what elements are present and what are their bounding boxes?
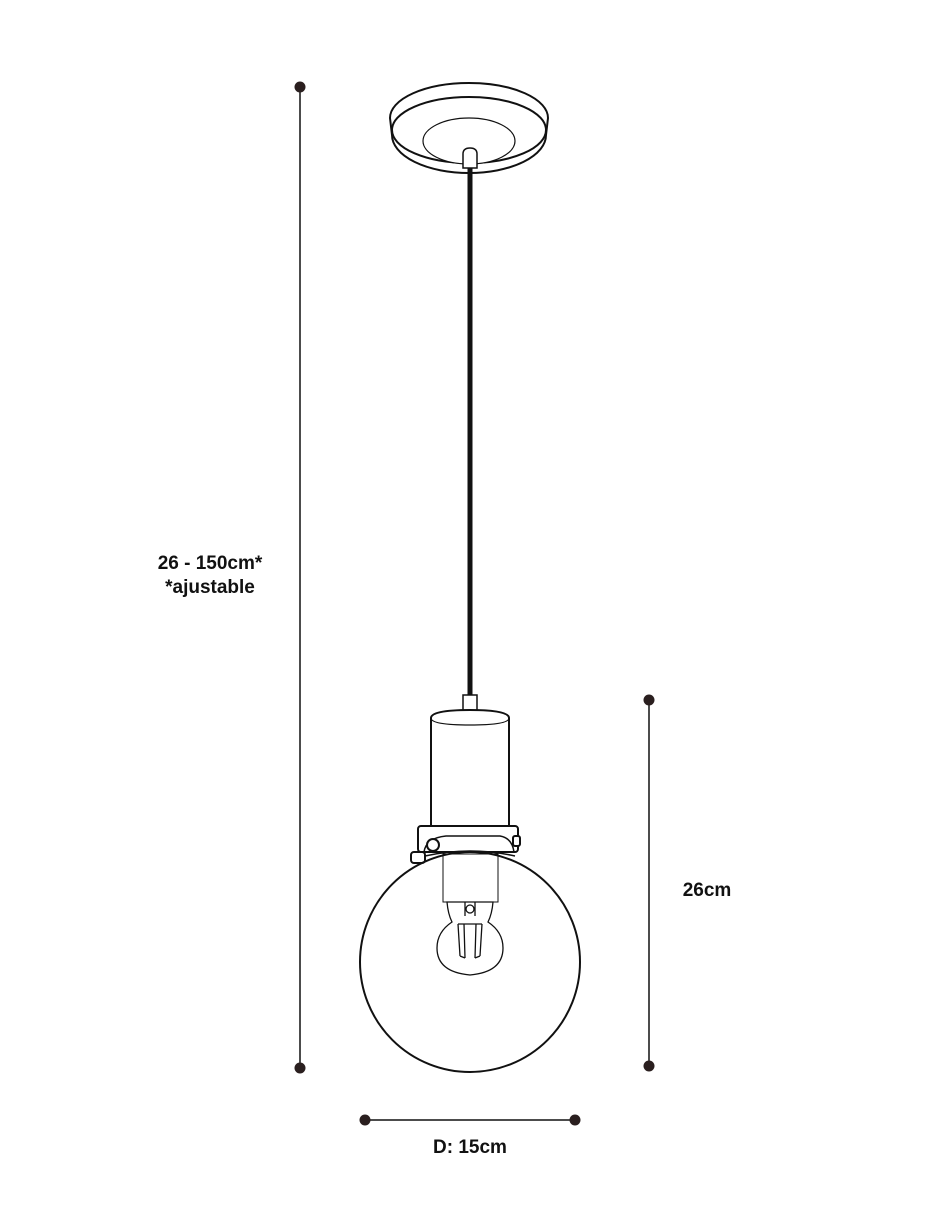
bulb-stem-bead — [465, 904, 475, 914]
total-height-label: 26 - 150cm* *ajustable — [130, 552, 290, 600]
total-height-bottom-dot — [294, 1062, 306, 1074]
globe-outline — [359, 851, 581, 1073]
lamp-holder — [410, 694, 521, 864]
bulb-socket — [442, 853, 499, 903]
adjustable-note: *ajustable — [165, 577, 255, 598]
holder-cord-grip — [462, 694, 478, 712]
holder-screw — [426, 838, 440, 852]
holder-left-tab — [410, 851, 426, 864]
bulb-filament — [457, 923, 483, 959]
glass-globe — [359, 850, 581, 1073]
bulb-glass — [436, 901, 504, 976]
diameter-right-dot — [569, 1114, 581, 1126]
total-height-value: 26 - 150cm* — [157, 553, 263, 574]
holder-right-tab — [512, 835, 521, 847]
lamp-height-top-dot — [643, 694, 655, 706]
canopy-cord-grip — [462, 147, 478, 169]
filament-bulb — [436, 901, 504, 976]
bulb-stem — [464, 902, 476, 916]
lamp-height-label: 26cm — [682, 880, 732, 901]
total-height-top-dot — [294, 81, 306, 93]
diameter-dimension — [359, 1114, 581, 1126]
lamp-height-bottom-dot — [643, 1060, 655, 1072]
diameter-label: D: 15cm — [433, 1137, 507, 1158]
holder-cylinder — [430, 708, 510, 827]
ceiling-canopy — [388, 82, 550, 174]
holder-top-edge — [430, 717, 510, 726]
total-height-dimension — [294, 81, 306, 1074]
globe-neck — [424, 850, 516, 857]
diameter-left-dot — [359, 1114, 371, 1126]
lamp-height-dimension — [643, 694, 655, 1072]
